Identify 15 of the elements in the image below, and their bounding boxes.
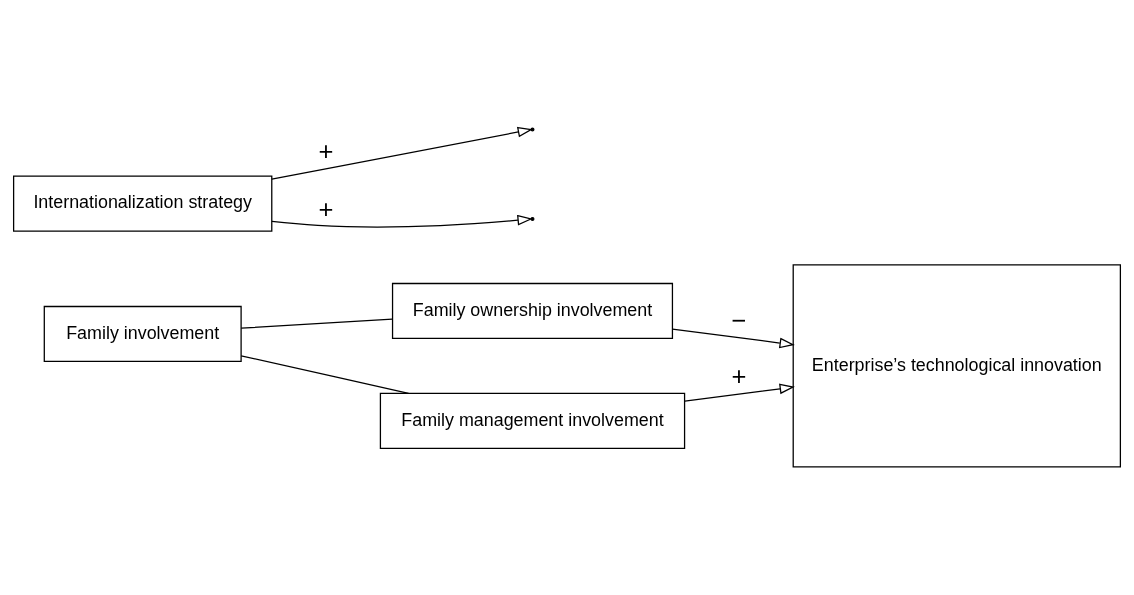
node-box: Enterprise’s technological innovation <box>792 264 1122 468</box>
connector <box>240 318 393 329</box>
node-box: Family ownership involvement <box>391 282 674 340</box>
node-box: Family management involvement <box>379 392 686 449</box>
edge-label: + <box>318 194 334 223</box>
arrow <box>684 383 795 402</box>
edge-label: + <box>318 137 334 166</box>
edge-label: − <box>731 305 747 334</box>
node-box: Internationalization strategy <box>12 175 273 232</box>
arrow <box>671 328 795 349</box>
arrow <box>271 214 533 228</box>
edge-label: + <box>731 362 747 391</box>
arrow <box>271 126 533 180</box>
connector <box>240 355 410 394</box>
node-box: Family involvement <box>43 305 242 363</box>
